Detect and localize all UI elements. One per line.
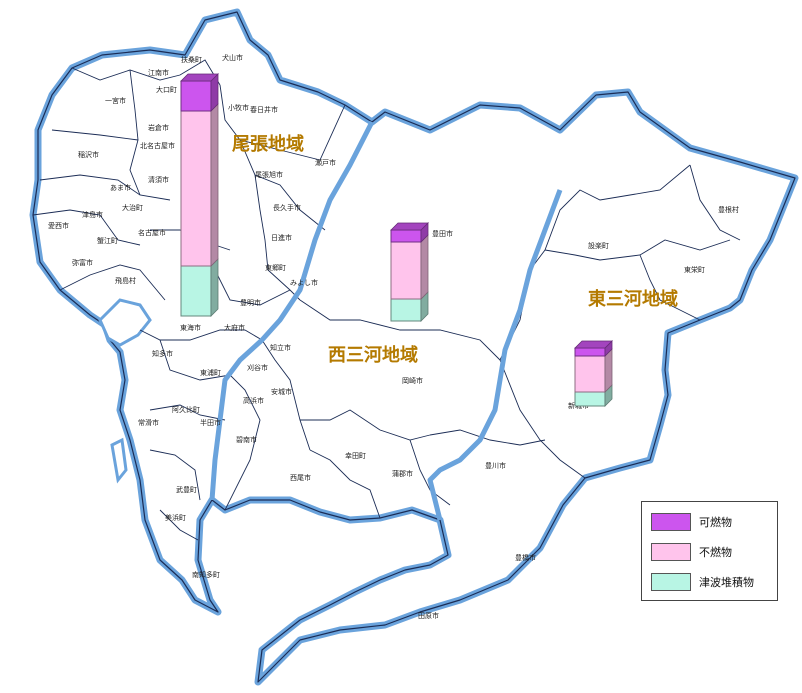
municipality-label: 大口町 (156, 85, 177, 94)
bar-side-tsunami (210, 258, 219, 317)
municipality-label: 愛西市 (48, 221, 69, 230)
legend: 可燃物 不燃物 津波堆積物 (641, 501, 778, 601)
municipality-label: 江南市 (148, 68, 169, 77)
municipality-label: 豊明市 (240, 298, 261, 307)
municipality-label: 北名古屋市 (140, 141, 175, 150)
chita-bay-island (110, 437, 128, 484)
legend-label-tsunami: 津波堆積物 (699, 576, 754, 589)
municipality-label: みよし市 (290, 278, 318, 287)
municipality-label: 小牧市 (228, 103, 249, 112)
legend-item-nonflammable: 不燃物 (651, 542, 732, 562)
region-label-owari: 尾張地域 (232, 133, 304, 155)
legend-label-nonflammable: 不燃物 (699, 546, 732, 559)
bar-side-nonflammable (420, 234, 429, 300)
municipality-label: 半田市 (200, 418, 221, 427)
region-label-higashimikawa: 東三河地域 (588, 288, 678, 310)
municipality-label: 大治町 (122, 203, 143, 212)
municipality-label: 飛島村 (115, 276, 136, 285)
municipality-label: 幸田町 (345, 452, 366, 460)
bar-segment-tsunami (390, 298, 422, 322)
legend-swatch-flammable (651, 513, 691, 531)
municipality-label: 美浜町 (165, 513, 186, 522)
region-label-nishimikawa: 西三河地域 (328, 344, 418, 366)
municipality-label: 蟹江町 (97, 236, 118, 245)
municipality-label: 豊田市 (432, 229, 453, 238)
municipality-label: 東海市 (180, 323, 201, 332)
municipality-label: 知立市 (270, 343, 291, 352)
west-east-mikawa-boundary (427, 189, 563, 521)
municipality-label: 田原市 (418, 611, 439, 620)
municipality-label: 弥富市 (72, 258, 93, 267)
municipality-label: 長久手市 (273, 203, 301, 212)
municipality-label: 南知多町 (192, 570, 220, 579)
municipality-label: 清須市 (148, 175, 169, 184)
municipality-label: 岩倉市 (148, 123, 169, 132)
municipality-label: 春日井市 (250, 105, 278, 114)
municipality-label: 岡崎市 (402, 376, 423, 385)
bar-side-nonflammable (210, 103, 219, 267)
municipality-label: 東郷町 (265, 263, 286, 272)
municipality-label: 豊川市 (485, 461, 506, 470)
legend-swatch-tsunami (651, 573, 691, 591)
prefecture-inner-outline (32, 11, 796, 683)
municipality-label: 西尾市 (290, 473, 311, 482)
municipality-label: 犬山市 (222, 53, 243, 62)
bar-segment-nonflammable (574, 355, 606, 393)
municipality-label: 大府市 (224, 323, 245, 332)
municipality-label: 設楽町 (588, 241, 609, 250)
owari-mikawa-boundary (209, 120, 375, 501)
municipality-label: 稲沢市 (78, 150, 99, 159)
municipality-label: 津島市 (82, 210, 103, 219)
municipality-label: 豊根村 (718, 205, 739, 214)
legend-item-flammable: 可燃物 (651, 512, 732, 532)
municipality-label: 日進市 (271, 233, 292, 242)
nagoya-harbor (98, 298, 152, 347)
bar-top (574, 340, 613, 349)
municipality-label: 一宮市 (105, 96, 126, 105)
bar-segment-tsunami (574, 391, 606, 407)
bar-top (180, 73, 219, 82)
municipality-labels: 扶桑町 犬山市江南市大口町一宮市小牧市春日井市岩倉市北名古屋市稲沢市清須市あま市大… (48, 53, 739, 620)
legend-item-tsunami: 津波堆積物 (651, 572, 754, 592)
municipal-borders (32, 59, 741, 541)
municipality-label: 東栄町 (684, 265, 705, 274)
municipality-label: 扶桑町 (181, 55, 202, 64)
bar-segment-tsunami (180, 265, 212, 317)
municipality-label: 常滑市 (138, 418, 159, 427)
municipality-label: 碧南市 (236, 435, 257, 444)
municipality-label: 阿久比町 (172, 405, 200, 414)
legend-label-flammable: 可燃物 (699, 516, 732, 529)
municipality-label: 豊橋市 (515, 553, 536, 562)
municipality-label: 武豊町 (176, 485, 197, 494)
municipality-label: 東浦町 (200, 368, 221, 377)
legend-swatch-nonflammable (651, 543, 691, 561)
bar-segment-flammable (180, 80, 212, 112)
municipality-label: 知多市 (152, 349, 173, 358)
municipality-label: 刈谷市 (247, 363, 268, 372)
municipality-label: 瀬戸市 (315, 158, 336, 167)
bar-segment-flammable (390, 229, 422, 243)
waste-volume-bars (180, 73, 613, 407)
municipality-label: 尾張旭市 (255, 170, 283, 179)
municipality-label: 安城市 (271, 387, 292, 396)
bar-segment-nonflammable (390, 241, 422, 300)
municipality-label: 名古屋市 (138, 228, 166, 237)
bar-segment-nonflammable (180, 110, 212, 267)
municipality-label: 蒲郡市 (392, 469, 413, 478)
municipality-label: 高浜市 (243, 396, 264, 405)
bar-segment-flammable (574, 347, 606, 357)
municipality-label: あま市 (110, 183, 131, 192)
bar-top (390, 222, 429, 231)
